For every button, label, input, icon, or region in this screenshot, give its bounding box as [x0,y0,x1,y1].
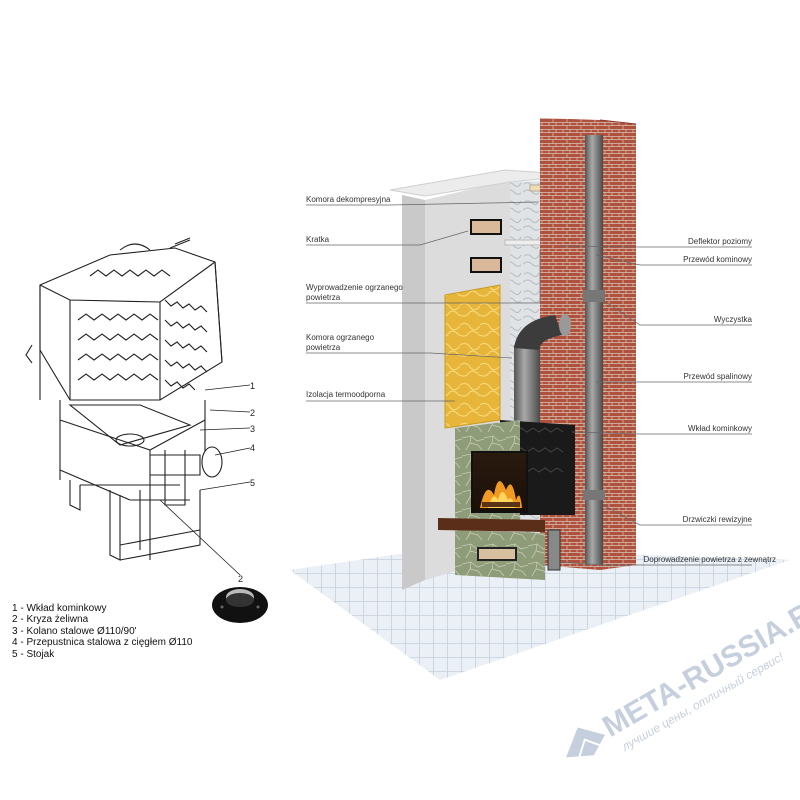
chimney-flue [585,135,603,565]
legend-item: 1 - Wkład kominkowy [12,603,107,614]
part-number: 2 [250,408,255,418]
part-numbers: 1 2 3 4 5 2 [238,381,255,584]
part-number: 3 [250,424,255,434]
callout-wyprowadzenie-line1: Wyprowadzenie ogrzanego [306,283,403,292]
callout-komora-dekompresyjna: Komora dekompresyjna [306,195,391,204]
mantel-shelf [438,518,545,532]
callout-izolacja: Izolacja termoodporna [306,390,386,399]
callout-komora-ogrzanego-line2: powietrza [306,343,341,352]
meta-russia-logo-icon [566,727,606,758]
kratka-grille [470,219,502,235]
part-number: 5 [250,478,255,488]
kratka-grille [470,257,502,273]
callout-komora-ogrzanego-line1: Komora ogrzanego [306,333,375,342]
callout-drzwiczki: Drzwiczki rewizyjne [683,515,753,524]
callout-doprowadzenie: Doprowadzenie powietrza z zewnątrz [643,555,776,564]
callout-wklad: Wkład kominkowy [688,424,752,433]
callouts-right: Deflektor poziomy Przewód kominowy Wyczy… [643,237,776,564]
legend-item: 3 - Kolano stalowe Ø110/90' [12,625,137,637]
part-number: 4 [250,443,255,453]
part-number: 1 [250,381,255,391]
legend-item: 4 - Przepustnica stalowa z cięgłem Ø110 [12,637,193,649]
fireplace-insert-sketch [25,237,251,576]
fire-icon [480,481,522,508]
callout-leaders [306,201,752,566]
callouts-left: Komora dekompresyjna Kratka Wyprowadzeni… [306,195,403,399]
chimney-cutaway [290,118,790,680]
legend-item: 2 - Kryza żeliwna [12,614,89,626]
parts-legend: 1 - Wkład kominkowy 2 - Kryza żeliwna 3 … [12,603,192,660]
cast-iron-collar-icon [212,587,268,623]
callout-deflektor: Deflektor poziomy [688,237,752,246]
part-number: 2 [238,574,243,584]
callout-wyprowadzenie-line2: powietrza [306,293,341,302]
plaster-wall [402,195,425,590]
callout-wyczystka: Wyczystka [714,315,753,324]
smoke-pipe [514,345,540,430]
callout-przewod-kominowy: Przewód kominowy [683,255,752,264]
legend-item: 5 - Stojak [12,648,55,660]
callout-przewod-spalinowy: Przewód spalinowy [684,372,752,381]
callout-kratka: Kratka [306,235,330,244]
